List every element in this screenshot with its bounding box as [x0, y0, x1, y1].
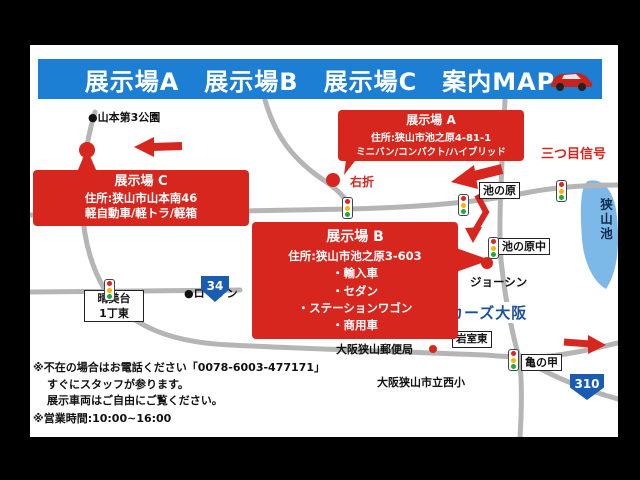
map-canvas: 展示場A 展示場B 展示場C 案内MAP ●山本第3公園 右折 三つ目信号 ジョ… — [30, 45, 618, 437]
showroom-a-title: 展示場 A — [406, 113, 456, 127]
note-staff: すぐにスタッフが参ります。 — [47, 378, 189, 391]
route-34-shield-icon: 34 — [201, 276, 229, 302]
label-nishi-elementary: 大阪狭山市立西小 — [377, 376, 465, 389]
route-34-number: 34 — [206, 278, 224, 293]
red-zigzag-arrow — [473, 193, 490, 231]
red-arrow-head — [451, 165, 478, 189]
traffic-signal-icon — [488, 237, 499, 259]
lake-shape — [580, 180, 618, 289]
showroom-c-address: 住所:狭山市山本南46 — [84, 190, 198, 205]
label-joshin: ジョーシン — [470, 275, 528, 289]
traffic-signal-icon — [342, 197, 353, 219]
label-sayama-lake: 狭山池 — [598, 198, 613, 242]
showroom-a-address: 住所:狭山市池之原4-81-1 — [370, 132, 492, 144]
car-icon — [551, 73, 593, 91]
label-kame-no-ko: 亀の甲 — [521, 354, 562, 371]
red-arrow-head — [134, 137, 154, 157]
label-third-signal: 三つ目信号 — [541, 147, 607, 162]
note-hours: ※営業時間:10:00~16:00 — [33, 412, 172, 425]
traffic-signal-icon — [458, 194, 469, 216]
red-arrow-head — [588, 335, 606, 354]
label-post-office: 大阪狭山郵便局 — [336, 343, 413, 356]
callout-showroom-b: 展示場 B 住所:狭山市池之原3-603 ・輸入車 ・セダン ・ステーションワゴ… — [252, 222, 458, 340]
note-phone: ※不在の場合はお電話ください「0078-6003-477171」 — [33, 361, 325, 374]
post-office-dot — [429, 345, 437, 353]
red-markers — [79, 137, 606, 354]
showroom-b-item: ・商用車 — [332, 318, 378, 332]
showroom-b-title: 展示場 B — [326, 229, 384, 245]
showroom-b-item: ・セダン — [332, 283, 378, 298]
label-yamamoto-park: ●山本第3公園 — [88, 111, 161, 124]
showroom-b-address: 住所:狭山市池之原3-603 — [288, 249, 422, 263]
callout-showroom-a: 展示場 A 住所:狭山市池之原4-81-1 ミニバン/コンパクト/ハイブリッド — [338, 110, 524, 161]
showroom-a-vehicles: ミニバン/コンパクト/ハイブリッド — [356, 146, 506, 158]
map-title: 展示場A 展示場B 展示場C 案内MAP — [84, 67, 556, 96]
location-dot-a — [326, 173, 340, 187]
note-viewing: 展示車両はご自由にご覧ください。 — [47, 394, 223, 407]
traffic-signal-icon — [104, 279, 115, 301]
route-310-number: 310 — [574, 376, 600, 391]
red-arrow — [151, 142, 183, 151]
label-turn-right: 右折 — [350, 175, 375, 189]
callout-showroom-c: 展示場 C 住所:狭山市山本南46 軽自動車/軽トラ/軽箱 — [33, 170, 249, 226]
label-iwamuro-higashi: 岩室東 — [452, 331, 492, 348]
label-harumidai-line2: 1丁東 — [99, 307, 129, 320]
red-arrow — [563, 338, 591, 348]
traffic-signal-icon — [556, 180, 567, 202]
traffic-signal-icon — [508, 349, 519, 371]
road-line — [227, 340, 618, 360]
showroom-c-vehicles: 軽自動車/軽トラ/軽箱 — [85, 206, 197, 221]
road-line — [497, 97, 524, 437]
showroom-b-item: ・輸入車 — [332, 266, 378, 281]
label-ikenohara-naka: 池の原中 — [498, 238, 550, 255]
label-ikenohara: 池の原 — [479, 182, 520, 199]
showroom-b-item: ・ステーションワゴン — [297, 300, 413, 315]
showroom-c-title: 展示場 C — [114, 174, 168, 189]
map-header: 展示場A 展示場B 展示場C 案内MAP — [38, 59, 602, 99]
label-cars-osaka: カーズ大阪 — [446, 302, 530, 323]
red-arrow-head — [465, 227, 482, 243]
